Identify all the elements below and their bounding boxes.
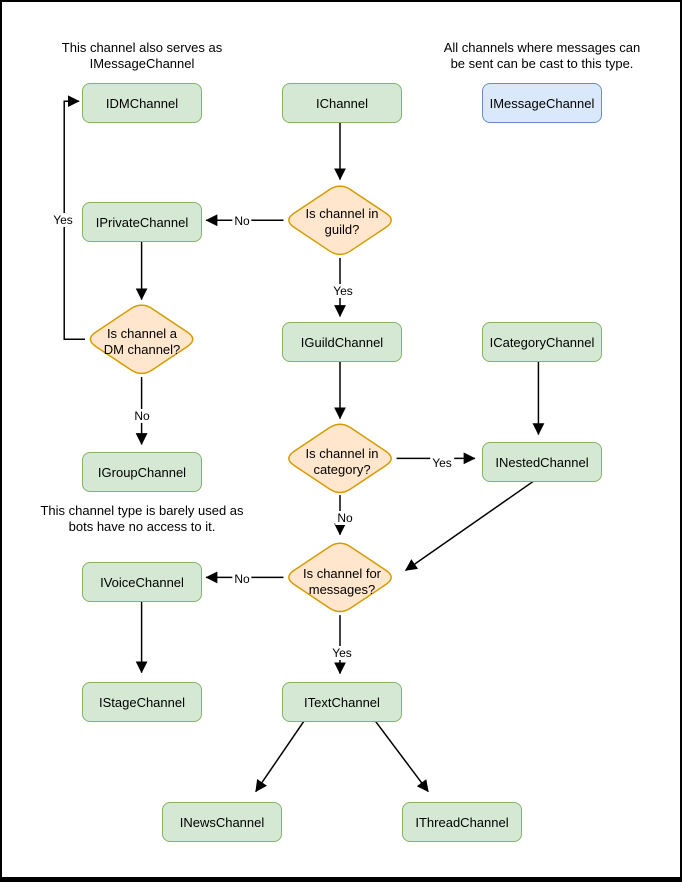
node-iprivatechannel: IPrivateChannel	[82, 202, 202, 242]
node-igroupchannel-label: IGroupChannel	[97, 464, 187, 480]
node-ithreadchannel-label: IThreadChannel	[415, 814, 509, 830]
node-igroupchannel: IGroupChannel	[82, 452, 202, 492]
edge-itextchannel-to-inewschannel	[255, 715, 308, 793]
note-idmchannel: This channel also serves as IMessageChan…	[61, 40, 223, 71]
edge-itextchannel-to-ithreadchannel	[371, 715, 429, 793]
node-inestedchannel: INestedChannel	[482, 442, 602, 482]
node-inestedchannel-label: INestedChannel	[495, 454, 589, 470]
edge-label-in-category-yes: Yes	[430, 456, 454, 470]
edge-label-is-dm-yes: Yes	[51, 213, 75, 227]
note-imessagechannel: All channels where messages can be sent …	[443, 40, 641, 71]
node-itextchannel-label: ITextChannel	[304, 694, 380, 710]
node-iguildchannel-label: IGuildChannel	[300, 334, 384, 350]
node-inewschannel: INewsChannel	[162, 802, 282, 842]
node-imessagechannel: IMessageChannel	[482, 83, 602, 123]
edge-inestedchannel-to-formessages	[404, 478, 537, 572]
edge-label-for-messages-no: No	[232, 572, 252, 586]
node-itextchannel: ITextChannel	[282, 682, 402, 722]
edge-label-in-guild-no: No	[232, 214, 252, 228]
edge-label-for-messages-yes: Yes	[330, 646, 354, 660]
edge-label-in-category-no: No	[335, 511, 355, 525]
node-ivoicechannel-label: IVoiceChannel	[100, 574, 184, 590]
node-imessagechannel-label: IMessageChannel	[489, 95, 595, 111]
decision-in-category-shape	[288, 423, 392, 494]
node-idmchannel: IDMChannel	[82, 83, 202, 123]
node-inewschannel-label: INewsChannel	[179, 814, 265, 830]
edge-label-in-guild-yes: Yes	[331, 284, 355, 298]
note-igroupchannel: This channel type is barely used as bots…	[40, 503, 244, 534]
node-iguildchannel: IGuildChannel	[282, 322, 402, 362]
node-iprivatechannel-label: IPrivateChannel	[95, 214, 189, 230]
node-ivoicechannel: IVoiceChannel	[82, 562, 202, 602]
decision-for-messages-shape	[288, 542, 392, 613]
node-icategorychannel: ICategoryChannel	[482, 322, 602, 362]
node-icategorychannel-label: ICategoryChannel	[489, 334, 595, 350]
node-istagechannel: IStageChannel	[82, 682, 202, 722]
decision-is-dm-shape	[89, 304, 194, 375]
decision-in-guild-shape	[288, 185, 392, 256]
edge-label-is-dm-no: No	[132, 409, 152, 423]
node-ichannel: IChannel	[282, 83, 402, 123]
node-ithreadchannel: IThreadChannel	[402, 802, 522, 842]
node-istagechannel-label: IStageChannel	[98, 694, 185, 710]
node-ichannel-label: IChannel	[315, 95, 369, 111]
node-idmchannel-label: IDMChannel	[105, 95, 179, 111]
